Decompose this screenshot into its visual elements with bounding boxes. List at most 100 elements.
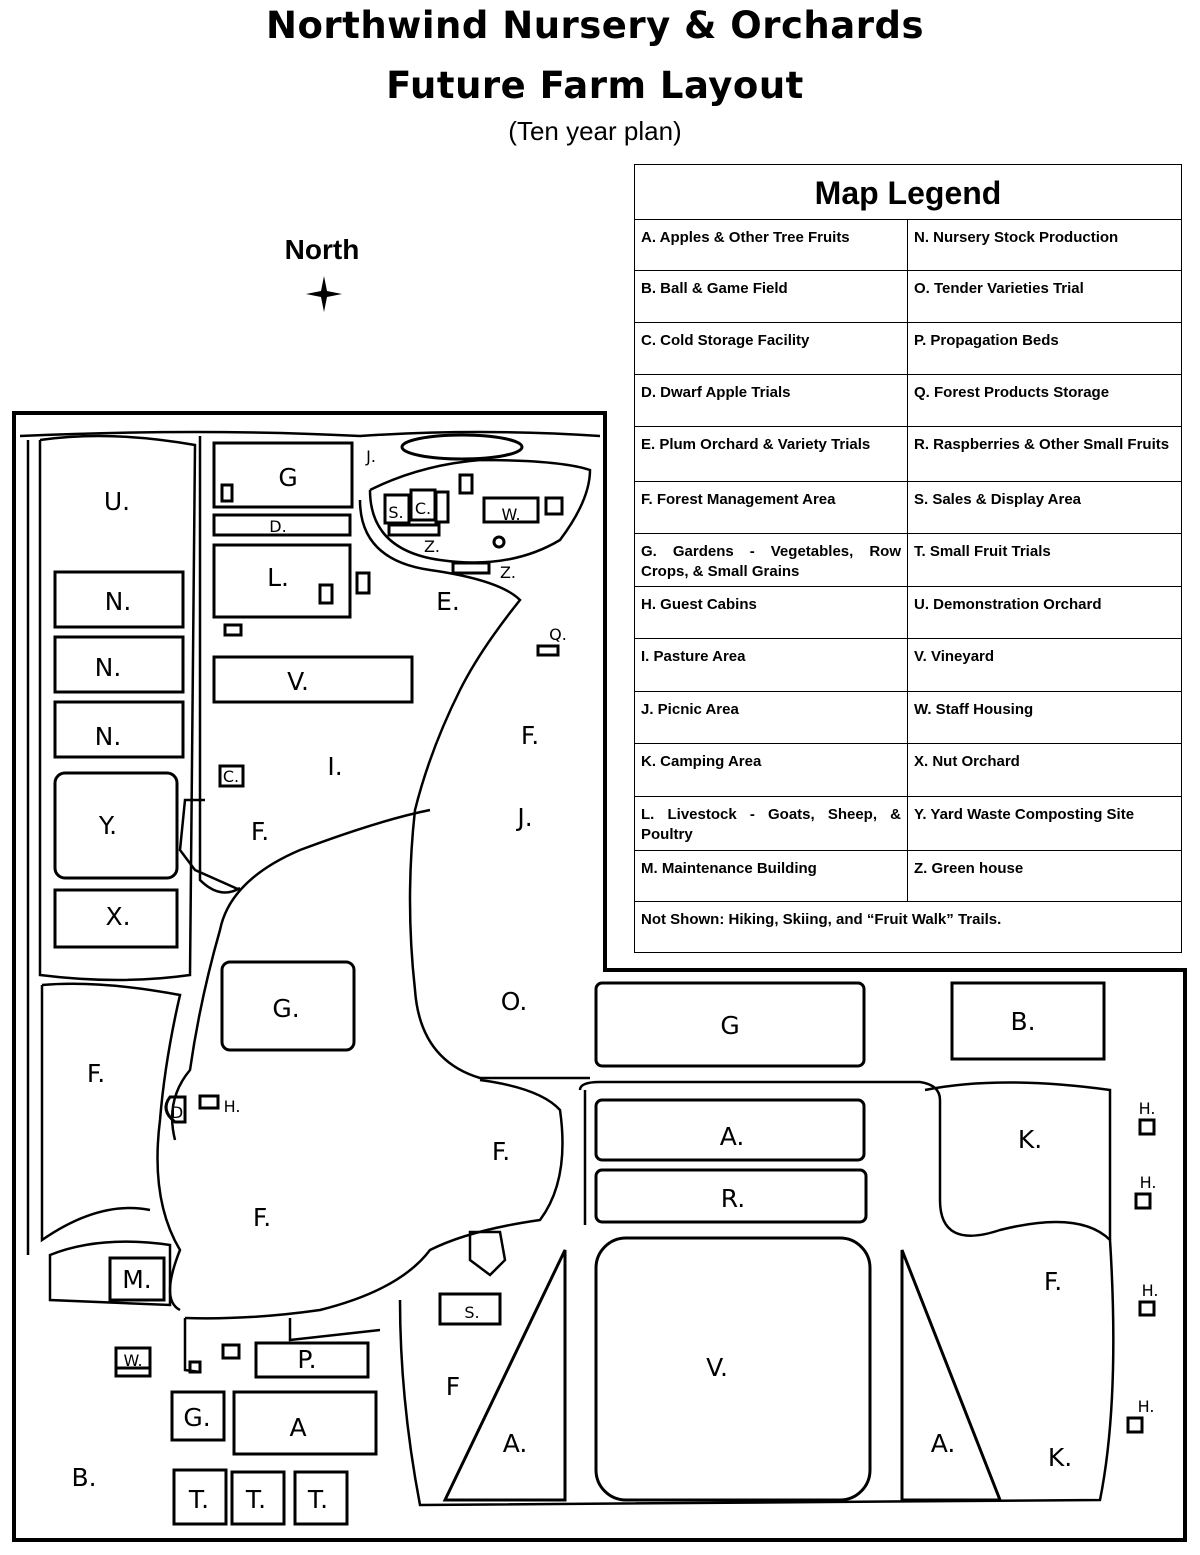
legend-item-p: P. Propagation Beds <box>914 332 1059 349</box>
legend-item-u: U. Demonstration Orchard <box>914 596 1102 613</box>
map-label-d-top: D. <box>269 517 286 536</box>
legend-item-e: E. Plum Orchard & Variety Trials <box>635 427 908 481</box>
map-label-q: Q. <box>549 625 567 644</box>
map-label-a-tri2: A. <box>931 1429 956 1458</box>
map-legend: Map Legend A. Apples & Other Tree Fruits… <box>634 164 1182 953</box>
map-label-a-top: A. <box>720 1122 745 1151</box>
legend-item-x: X. Nut Orchard <box>914 753 1020 770</box>
legend-item-f: F. Forest Management Area <box>635 482 908 533</box>
map-label-t2: T. <box>245 1485 266 1514</box>
gardens-top-block <box>212 441 354 509</box>
legend-note: Not Shown: Hiking, Skiing, and “Fruit Wa… <box>641 911 1002 928</box>
livestock-block <box>212 543 352 619</box>
map-label-g-top: G <box>278 463 297 492</box>
map-label-o: O. <box>501 987 528 1016</box>
trial-block-1 <box>172 1468 228 1526</box>
staff-housing-low <box>114 1346 152 1378</box>
apples-triangle-west <box>442 1249 567 1502</box>
map-label-e: E. <box>436 587 460 616</box>
legend-item-k: K. Camping Area <box>635 744 908 796</box>
legend-item-g: G. Gardens - Vegetables, Row Crops, & Sm… <box>635 534 908 586</box>
trial-block-2 <box>230 1470 286 1526</box>
apples-low-block <box>232 1390 378 1456</box>
cold-storage-mid <box>218 764 245 788</box>
map-label-t3: T. <box>307 1485 328 1514</box>
legend-item-z: Z. Green house <box>914 860 1024 877</box>
map-label-a-tri1: A. <box>503 1429 528 1458</box>
map-label-y: Y. <box>98 811 117 840</box>
nursery-block-1 <box>53 570 185 629</box>
forest-storage <box>536 644 560 657</box>
map-label-d-left: D <box>171 1103 183 1122</box>
map-label-x: X. <box>105 902 130 931</box>
map-label-j-right: J. <box>515 803 532 832</box>
gardens-low-block <box>170 1390 226 1442</box>
nursery-block-3 <box>53 700 185 759</box>
legend-item-s: S. Sales & Display Area <box>914 491 1082 508</box>
map-label-f-right: F. <box>521 721 539 750</box>
legend-item-o: O. Tender Varieties Trial <box>914 280 1084 297</box>
map-label-z2: Z. <box>500 563 516 582</box>
yard-waste-block <box>53 771 179 880</box>
legend-item-b: B. Ball & Game Field <box>635 271 908 322</box>
cold-storage-top <box>409 488 437 522</box>
legend-item-a: A. Apples & Other Tree Fruits <box>635 220 908 270</box>
map-label-f-mid: F. <box>251 817 269 846</box>
legend-item-t: T. Small Fruit Trials <box>914 543 1051 560</box>
map-label-g-right: G <box>720 1011 739 1040</box>
legend-item-c: C. Cold Storage Facility <box>635 323 908 374</box>
map-label-z1: Z. <box>424 537 440 556</box>
legend-item-v: V. Vineyard <box>914 648 995 665</box>
north-label: North <box>284 234 360 265</box>
legend-item-q: Q. Forest Products Storage <box>914 384 1110 401</box>
legend-item-l: L. Livestock - Goats, Sheep, & Poultry <box>635 797 908 850</box>
legend-item-i: I. Pasture Area <box>635 639 908 691</box>
nut-orchard-block <box>53 888 179 949</box>
map-label-n1: N. <box>105 587 132 616</box>
nursery-block-2 <box>53 635 185 694</box>
vineyard-big-block <box>594 1236 872 1502</box>
trial-block-3 <box>293 1470 349 1526</box>
gardens-right-block <box>594 981 866 1068</box>
map-label-h4: H. <box>1138 1397 1155 1416</box>
map-label-h2: H. <box>1140 1173 1157 1192</box>
apples-block <box>594 1098 866 1162</box>
apples-triangle-east <box>900 1249 1003 1502</box>
legend-item-d: D. Dwarf Apple Trials <box>635 375 908 426</box>
ball-field-east <box>950 981 1106 1061</box>
guest-cabin-left <box>198 1094 220 1110</box>
map-label-u: U. <box>104 487 130 516</box>
map-label-j-top: J. <box>365 447 376 466</box>
raspberries-block <box>594 1168 868 1224</box>
map-label-s-top: S. <box>388 503 403 522</box>
sales-building-top <box>383 493 411 525</box>
legend-item-n: N. Nursery Stock Production <box>914 229 1119 246</box>
map-label-l: L. <box>267 563 289 592</box>
map-label-h1: H. <box>1139 1099 1156 1118</box>
plan-duration-note: (Ten year plan) <box>508 116 682 146</box>
map-label-r: R. <box>721 1184 745 1213</box>
map-label-f-center: F. <box>492 1137 510 1166</box>
map-label-w-low: W. <box>123 1351 142 1370</box>
map-label-g-mid: G. <box>272 994 299 1023</box>
map-label-n3: N. <box>95 722 122 751</box>
gardens-mid-block <box>220 960 356 1052</box>
map-label-c-mid: C. <box>223 767 239 786</box>
map-label-c-top: C. <box>415 499 431 518</box>
guest-cabin-4 <box>1126 1416 1144 1434</box>
map-label-b-left: B. <box>71 1463 96 1492</box>
legend-item-y: Y. Yard Waste Composting Site <box>914 806 1135 823</box>
map-label-p: P. <box>297 1345 316 1374</box>
map-label-f-left: F. <box>87 1059 105 1088</box>
legend-item-m: M. Maintenance Building <box>635 851 908 901</box>
guest-cabin-2 <box>1134 1192 1152 1210</box>
pond <box>400 433 524 461</box>
map-label-t1: T. <box>188 1485 209 1514</box>
map-label-f-east: F. <box>1044 1267 1062 1296</box>
vineyard-mid-block <box>212 655 414 704</box>
map-label-h3: H. <box>1142 1281 1159 1300</box>
guest-cabin-3 <box>1138 1300 1156 1317</box>
map-subtitle-title: Future Farm Layout <box>386 64 804 107</box>
maintenance-building <box>108 1256 166 1302</box>
staff-housing-top <box>482 496 540 524</box>
